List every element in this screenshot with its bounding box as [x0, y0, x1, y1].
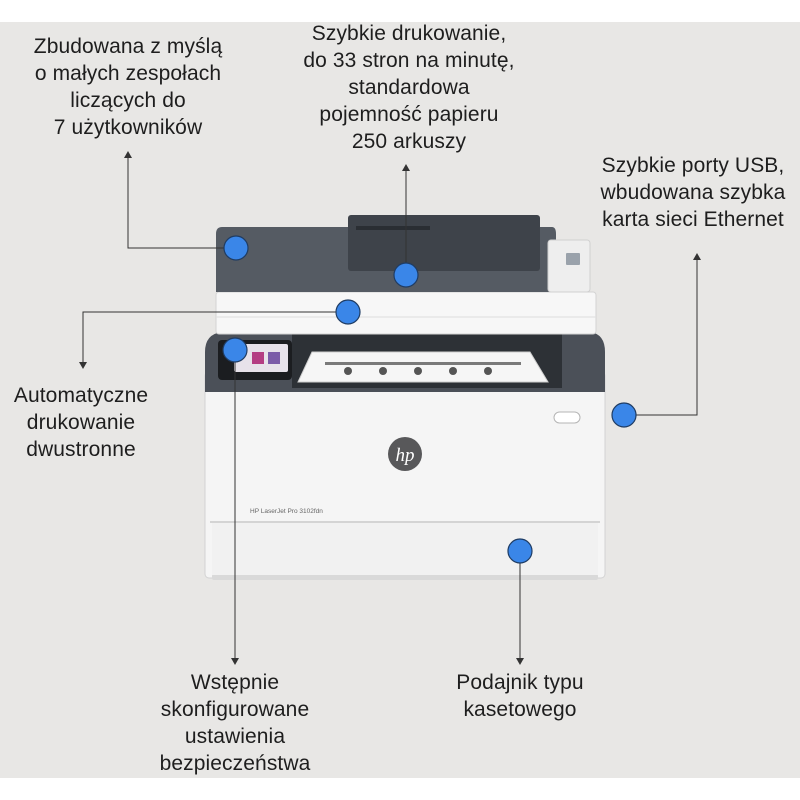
arrow-up-icon [693, 253, 701, 260]
hotspot-tray[interactable] [507, 538, 533, 564]
hotspot-ports[interactable] [611, 402, 637, 428]
side-button [553, 411, 581, 424]
hotspot-security[interactable] [222, 337, 248, 363]
printer-illustration: hp HP LaserJet Pro 3102fdn [79, 151, 701, 665]
hotspot-speed[interactable] [393, 262, 419, 288]
leader-lines [82, 153, 698, 662]
screen-tile [268, 352, 280, 364]
sheet-dot [449, 367, 457, 375]
arrow-down-icon [516, 658, 524, 665]
callout-tray: Podajnik typu kasetowego [456, 671, 584, 721]
hotspot-duplex[interactable] [335, 299, 361, 325]
callout-speed: Szybkie drukowanie, do 33 stron na minut… [303, 22, 515, 153]
product-infographic: hp HP LaserJet Pro 3102fdn [0, 22, 800, 778]
sheet-print-band [325, 362, 521, 365]
adf-side-panel [547, 239, 591, 293]
hotspot-team[interactable] [223, 235, 249, 261]
callout-team: Zbudowana z myślą o małych zespołach lic… [33, 35, 223, 139]
adf-slot [356, 226, 430, 230]
callout-duplex: Automatyczne drukowanie dwustronne [13, 384, 149, 461]
sheet-dot [484, 367, 492, 375]
arrow-heads [79, 151, 701, 665]
paper-tray [212, 523, 598, 575]
arrow-down-icon [79, 362, 87, 369]
scanner-unit [215, 291, 597, 335]
arrow-up-icon [402, 164, 410, 171]
leader-line-ports [624, 255, 698, 416]
printed-sheet [297, 351, 549, 383]
usb-port [566, 253, 580, 265]
hp-logo-icon [388, 437, 422, 471]
model-label: HP LaserJet Pro 3102fdn [250, 508, 323, 515]
sheet-dot [414, 367, 422, 375]
leader-line-duplex [82, 311, 348, 366]
screen-tile [252, 352, 264, 364]
arrow-up-icon [124, 151, 132, 158]
hp-logo-text: hp [396, 445, 415, 466]
arrow-down-icon [231, 658, 239, 665]
adf-input-tray [348, 215, 540, 271]
sheet-dot [379, 367, 387, 375]
callout-ports: Szybkie porty USB, wbudowana szybka kart… [600, 154, 786, 231]
sheet-dot [344, 367, 352, 375]
printer-base-shadow [212, 574, 598, 580]
leader-line-team [127, 153, 236, 249]
callout-security: Wstępnie skonfigurowane ustawienia bezpi… [159, 671, 311, 775]
